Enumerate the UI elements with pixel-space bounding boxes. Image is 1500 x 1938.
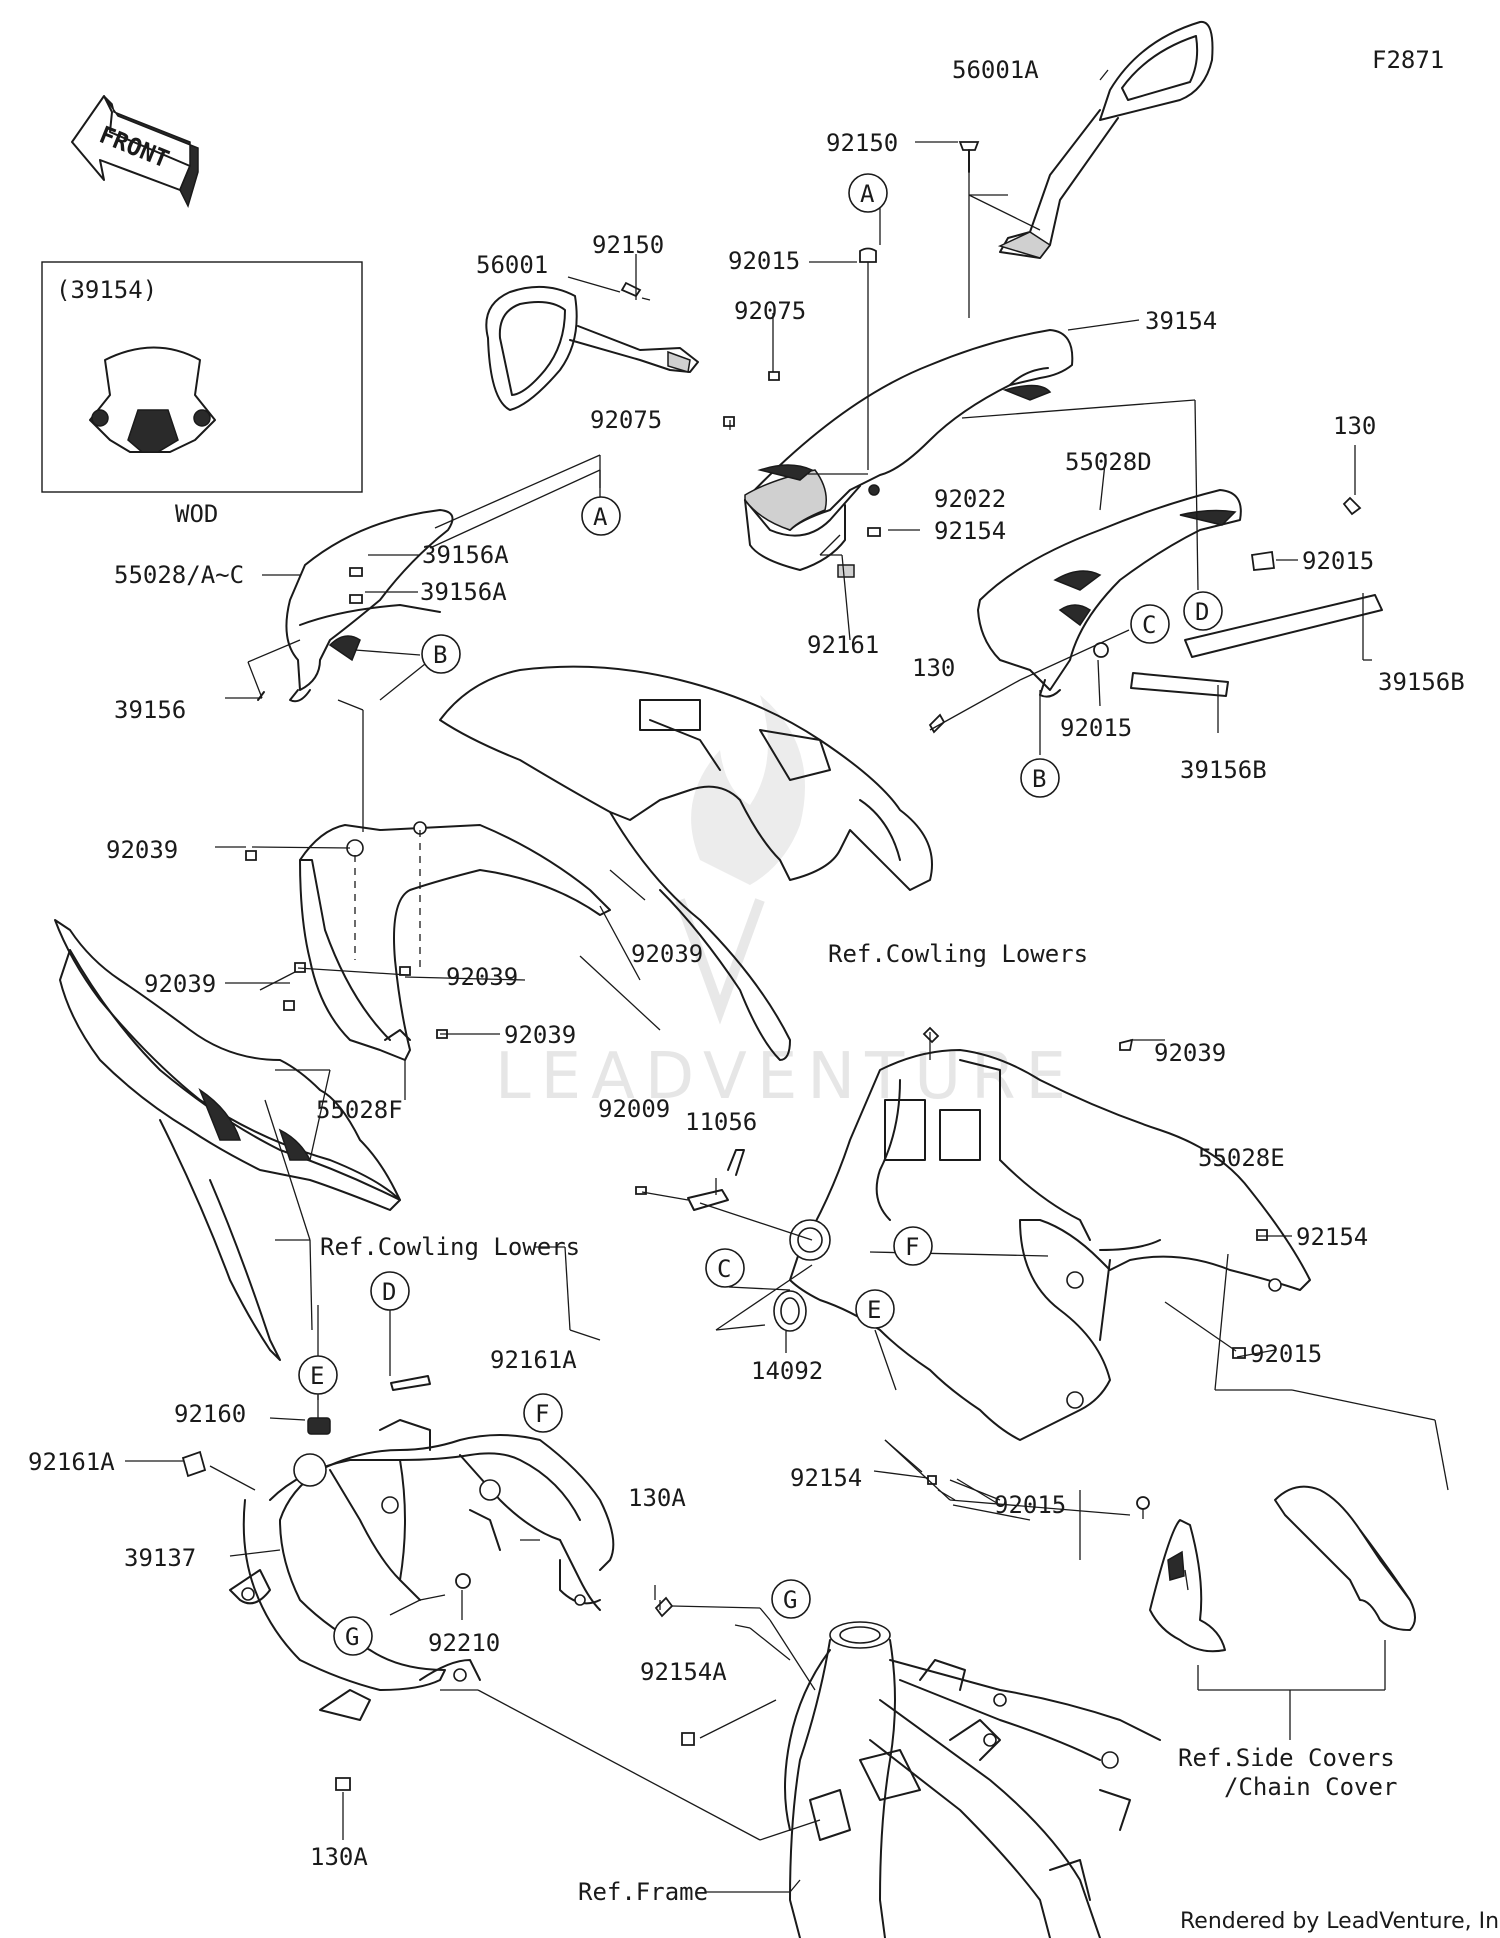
callout-A-top: A [860, 180, 875, 208]
watermark-text: LEADVENTURE [495, 1040, 1076, 1114]
inner-cowl [439, 665, 933, 1061]
callout-92039-c: 92039 [446, 963, 518, 991]
callout-55028E: 55028E [1198, 1144, 1285, 1172]
mirror-right [997, 20, 1214, 259]
callout-130-b: 130 [912, 654, 955, 682]
callout-F-low: F [535, 1400, 549, 1428]
front-label: FRONT [95, 121, 172, 174]
callout-92154-c: 92154 [790, 1464, 862, 1492]
ref-frame: Ref.Frame [578, 1878, 708, 1906]
callout-92015-e: 92015 [994, 1491, 1066, 1519]
callout-92022: 92022 [934, 485, 1006, 513]
callout-92015-d: 92015 [1250, 1340, 1322, 1368]
callout-92039-f: 92039 [504, 1021, 576, 1049]
callout-F-mid: F [905, 1233, 919, 1261]
callout-130A-a: 130A [628, 1484, 686, 1512]
callout-11056: 11056 [685, 1108, 757, 1136]
callout-G-left: G [345, 1623, 359, 1651]
callout-130A-b: 130A [310, 1843, 368, 1871]
callout-92039-a: 92039 [106, 836, 178, 864]
callout-E-low: E [310, 1362, 324, 1390]
callout-E-mid: E [867, 1296, 881, 1324]
callout-14092: 14092 [751, 1357, 823, 1385]
sub-frame-39137 [229, 1419, 615, 1721]
callout-92154-a: 92154 [934, 517, 1006, 545]
ref-cowling-lowers-2: Ref.Cowling Lowers [320, 1233, 580, 1261]
callout-92150-b: 92150 [592, 231, 664, 259]
callout-130-a: 130 [1333, 412, 1376, 440]
callout-B-left: B [433, 641, 447, 669]
callout-92161A-b: 92161A [28, 1448, 115, 1476]
callout-39137: 39137 [124, 1544, 196, 1572]
fasteners [181, 141, 1362, 1791]
callout-92039-e: 92039 [1154, 1039, 1226, 1067]
callout-C-top: C [1142, 611, 1156, 639]
callout-92015-b: 92015 [1302, 547, 1374, 575]
callout-92075-b: 92075 [590, 406, 662, 434]
inset-box: (39154) WOD [41, 261, 363, 528]
callout-39156A-a: 39156A [422, 541, 509, 569]
front-arrow-icon: FRONT [71, 95, 199, 209]
figure-code: F2871 [1372, 46, 1444, 74]
footer-credit: Rendered by LeadVenture, Inc. [1180, 1909, 1500, 1934]
callout-39156A-b: 39156A [420, 578, 507, 606]
callout-55028D: 55028D [1065, 448, 1152, 476]
callout-55028AC: 55028/A~C [114, 561, 244, 589]
ref-side-covers: Ref.Side Covers [1178, 1744, 1395, 1772]
callout-39156: 39156 [114, 696, 186, 724]
callout-A-left: A [593, 503, 608, 531]
inset-top-label: (39154) [56, 276, 157, 304]
callout-92161: 92161 [807, 631, 879, 659]
strip-39156B-b [1130, 672, 1229, 697]
callout-39154: 39154 [1145, 307, 1217, 335]
callout-92039-b: 92039 [144, 970, 216, 998]
mirror-left [485, 285, 699, 411]
callout-56001A: 56001A [952, 56, 1039, 84]
upper-cowl-39154 [744, 329, 1074, 571]
lower-panel-left [54, 919, 401, 1361]
ref-chain-cover: /Chain Cover [1224, 1773, 1397, 1801]
callout-92009: 92009 [598, 1095, 670, 1123]
callout-92039-d: 92039 [631, 940, 703, 968]
callout-56001: 56001 [476, 251, 548, 279]
callout-55028F: 55028F [316, 1096, 403, 1124]
callout-D-top: D [1195, 598, 1209, 626]
callout-92150-a: 92150 [826, 129, 898, 157]
reference-labels: Ref.Cowling Lowers Ref.Cowling Lowers Re… [320, 940, 1397, 1906]
callout-92075-a: 92075 [734, 297, 806, 325]
callout-92160: 92160 [174, 1400, 246, 1428]
callout-92154A: 92154A [640, 1658, 727, 1686]
callout-39156B-b: 39156B [1180, 756, 1267, 784]
strip-39156B-a [1184, 594, 1383, 658]
callout-92161A-a: 92161A [490, 1346, 577, 1374]
side-covers [1149, 1485, 1416, 1653]
leader-lines [125, 69, 1449, 1893]
inset-bottom-label: WOD [175, 500, 218, 528]
main-frame [784, 1621, 1161, 1938]
ref-cowling-lowers-1: Ref.Cowling Lowers [828, 940, 1088, 968]
side-fairing-55028 [285, 509, 454, 703]
callout-92154-b: 92154 [1296, 1223, 1368, 1251]
callout-92015-c: 92015 [1060, 714, 1132, 742]
callout-G-right: G [783, 1586, 797, 1614]
callout-92210: 92210 [428, 1629, 500, 1657]
callout-B-right: B [1032, 765, 1046, 793]
callout-39156B-a: 39156B [1378, 668, 1465, 696]
callout-92015-a: 92015 [728, 247, 800, 275]
callout-C-mid: C [717, 1255, 731, 1283]
part-callouts: 56001A 92150 A 92015 56001 92150 92075 3… [28, 56, 1465, 1871]
callout-D-low: D [382, 1278, 396, 1306]
